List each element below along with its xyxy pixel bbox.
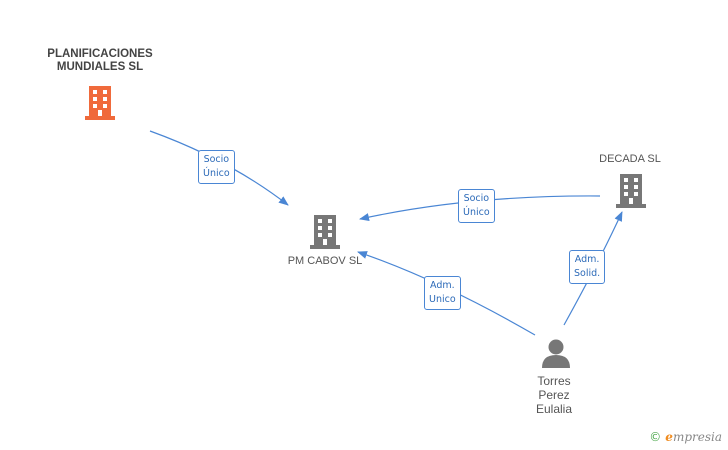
edge-label-line: Solid. [574,268,601,279]
person-icon[interactable] [540,338,572,368]
node-label-pm-cabov[interactable]: PM CABOV SL [287,255,363,267]
node-label-line: Eulalia [535,402,573,416]
edge-label-line: Único [203,168,230,179]
edge-label-line: Único [463,207,490,218]
brand-logo-e: e [665,430,673,444]
node-label-line: Perez [538,388,570,402]
copyright-symbol: © [649,430,662,444]
edge-label-person-to-decada[interactable]: Adm. Solid. [569,250,606,284]
brand-footer: ©empresia [649,430,722,444]
building-icon[interactable] [616,172,646,208]
edge-label-line: Unico [429,294,456,305]
edge-label-line: Socio [203,154,230,165]
edge-label-person-to-pm[interactable]: Adm. Unico [424,276,461,310]
node-label-line: Torres [537,374,571,388]
brand-logo-text: mpresia [672,430,722,444]
edge-label-line: Adm. [430,280,455,291]
edge-label-line: Socio [463,193,490,204]
edge-label-line: Adm. [574,254,600,265]
node-label-decada[interactable]: DECADA SL [599,153,661,165]
edge-label-decada-to-pm[interactable]: Socio Único [458,189,495,223]
building-icon[interactable] [85,84,115,120]
node-label-person[interactable]: Torres Perez Eulalia [514,374,594,416]
edge-label-planif-to-pm[interactable]: Socio Único [198,150,235,184]
building-icon[interactable] [310,213,340,249]
node-label-line: MUNDIALES SL [56,61,144,73]
node-label-planificaciones[interactable]: PLANIFICACIONES MUNDIALES SL [30,48,170,74]
node-label-line: PLANIFICACIONES [47,48,153,60]
